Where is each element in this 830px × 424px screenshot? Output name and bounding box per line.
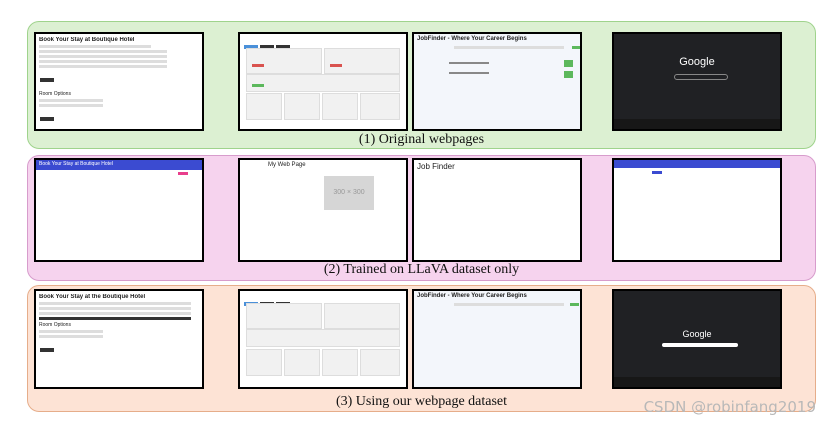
r2-jobfinder-title: Job Finder [417,162,455,171]
shot-r2-jobfinder: Job Finder [412,158,582,262]
shot-r1-jobfinder: JobFinder - Where Your Career Begins [412,32,582,131]
shot-r3-services [238,289,408,389]
jobfinder-title: JobFinder - Where Your Career Begins [417,36,527,42]
shot-r3-jobfinder: JobFinder - Where Your Career Begins [412,289,582,389]
caption-original: (1) Original webpages [358,132,485,147]
r3-jobfinder-title: JobFinder - Where Your Career Begins [417,293,527,299]
shot-r1-google: Google [612,32,782,131]
shot-r1-services [238,32,408,131]
shot-r3-booking: Book Your Stay at the Boutique Hotel Roo… [34,289,204,389]
r3-booking-title: Book Your Stay at the Boutique Hotel [39,294,146,300]
shot-r3-google: Google [612,289,782,389]
shot-r2-booking: Book Your Stay at Boutique Hotel [34,158,204,262]
image-placeholder: 300 × 300 [324,176,374,210]
r3-google-logo: Google [682,329,712,339]
shot-r2-mywebpage: My Web Page 300 × 300 [238,158,408,262]
booking-title: Book Your Stay at Boutique Hotel [39,37,135,43]
r3-room-options: Room Options [39,322,71,328]
shot-r1-booking: Book Your Stay at Boutique Hotel Room Op… [34,32,204,131]
caption-llava: (2) Trained on LLaVA dataset only [323,262,520,277]
watermark: CSDN @robinfang2019 [643,398,816,416]
google-logo: Google [679,56,715,68]
shot-r2-search [612,158,782,262]
caption-ours: (3) Using our webpage dataset [335,394,508,409]
r2-booking-header: Book Your Stay at Boutique Hotel [36,160,202,170]
r2-mywebpage-title: My Web Page [268,162,306,168]
room-options: Room Options [39,91,71,97]
